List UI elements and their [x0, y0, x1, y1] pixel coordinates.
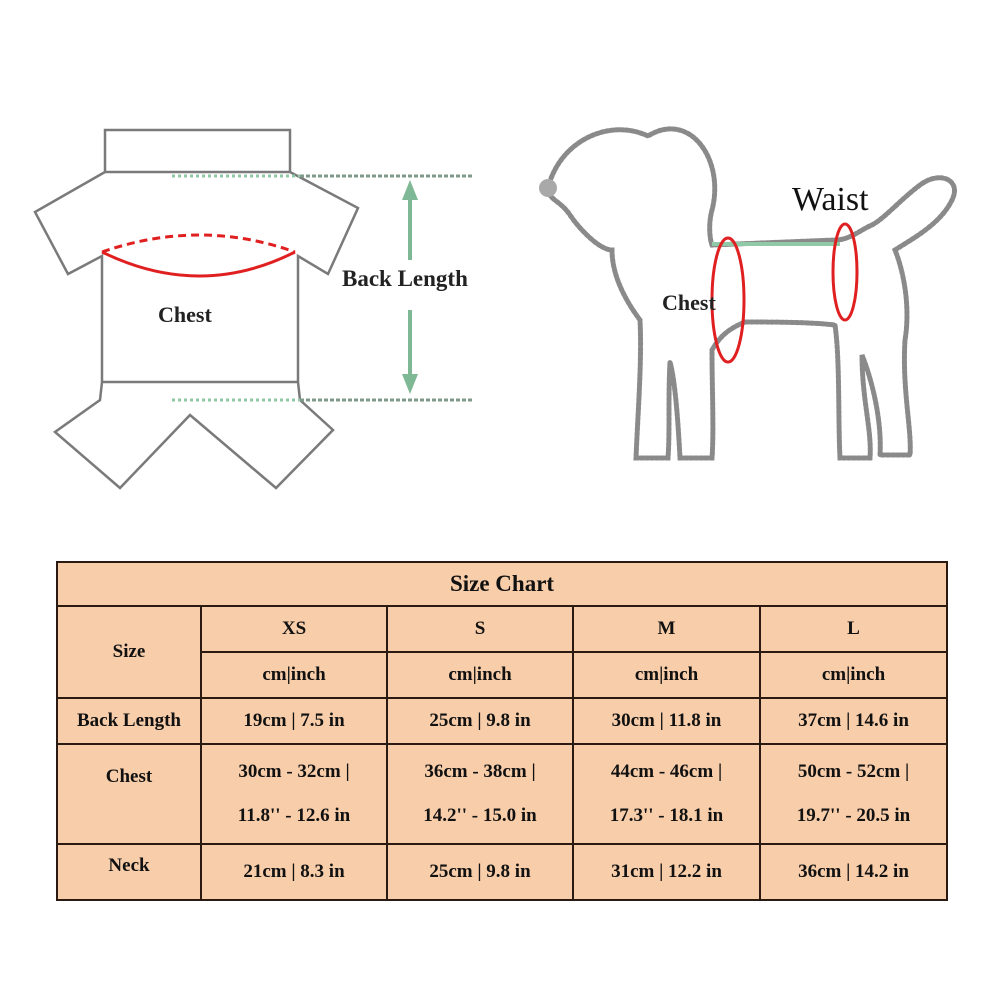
unit-label: cm|inch: [386, 651, 574, 699]
neck-row-label: Neck: [56, 843, 202, 901]
cell-line: 14.2'' - 15.0 in: [423, 805, 537, 826]
cell-line: 17.3'' - 18.1 in: [609, 805, 724, 826]
size-chart-table: Size Chart Size XS S M L cm|inch cm|inch…: [55, 561, 949, 901]
waist-measure-ellipse: [831, 222, 859, 322]
size-header: Size: [56, 605, 202, 699]
table-cell: 19cm | 7.5 in: [200, 697, 388, 745]
waist-label: Waist: [792, 181, 869, 218]
size-m-header: M: [572, 605, 761, 653]
garment-diagram: Chest Back Length: [33, 128, 472, 490]
size-l-header: L: [758, 605, 949, 653]
unit-label: cm|inch: [200, 651, 388, 699]
cell-line: 19.7'' - 20.5 in: [796, 805, 911, 826]
chest-row-label: Chest: [56, 743, 202, 845]
table-cell: 25cm | 9.8 in: [386, 843, 574, 901]
back-length-label: Back Length: [342, 266, 468, 291]
table-row: Chest 30cm - 32cm | 11.8'' - 12.6 in 36cm…: [56, 743, 949, 845]
size-xs-header: XS: [200, 605, 388, 653]
back-length-chain-guides: [300, 174, 472, 402]
dog-diagram: Waist Chest: [539, 126, 957, 461]
dog-chest-label: Chest: [662, 290, 716, 315]
cell-line: 11.8'' - 12.6 in: [237, 805, 351, 826]
dog-outline: [545, 126, 957, 461]
table-cell: 21cm | 8.3 in: [200, 843, 388, 901]
table-cell: 44cm - 46cm | 17.3'' - 18.1 in: [572, 743, 761, 845]
cell-line: 36cm - 38cm |: [424, 761, 536, 782]
cell-line: 30cm - 32cm |: [238, 761, 350, 782]
table-cell: 30cm | 11.8 in: [572, 697, 761, 745]
cell-line: 44cm - 46cm |: [610, 761, 723, 782]
chest-measure-ellipse: [710, 236, 746, 364]
back-length-arrow: [402, 180, 418, 394]
chest-measure-line: [101, 233, 296, 278]
table-row: Neck 21cm | 8.3 in 25cm | 9.8 in 31cm | …: [56, 843, 949, 901]
unit-label: cm|inch: [572, 651, 761, 699]
table-cell: 30cm - 32cm | 11.8'' - 12.6 in: [200, 743, 388, 845]
garment-outline: [33, 128, 360, 490]
table-cell: 36cm | 14.2 in: [758, 843, 949, 901]
table-row: Back Length 19cm | 7.5 in 25cm | 9.8 in …: [56, 697, 949, 745]
size-chart-title: Size Chart: [55, 561, 949, 607]
table-cell: 31cm | 12.2 in: [572, 843, 761, 901]
cell-line: 50cm - 52cm |: [797, 761, 910, 782]
back-length-row-label: Back Length: [56, 697, 202, 745]
chest-label: Chest: [158, 302, 212, 327]
table-cell: 36cm - 38cm | 14.2'' - 15.0 in: [386, 743, 574, 845]
table-cell: 50cm - 52cm | 19.7'' - 20.5 in: [758, 743, 949, 845]
table-cell: 25cm | 9.8 in: [386, 697, 574, 745]
unit-label: cm|inch: [758, 651, 949, 699]
table-cell: 37cm | 14.6 in: [758, 697, 949, 745]
back-length-guides: [172, 174, 300, 402]
dog-nose: [539, 179, 557, 197]
size-s-header: S: [386, 605, 574, 653]
